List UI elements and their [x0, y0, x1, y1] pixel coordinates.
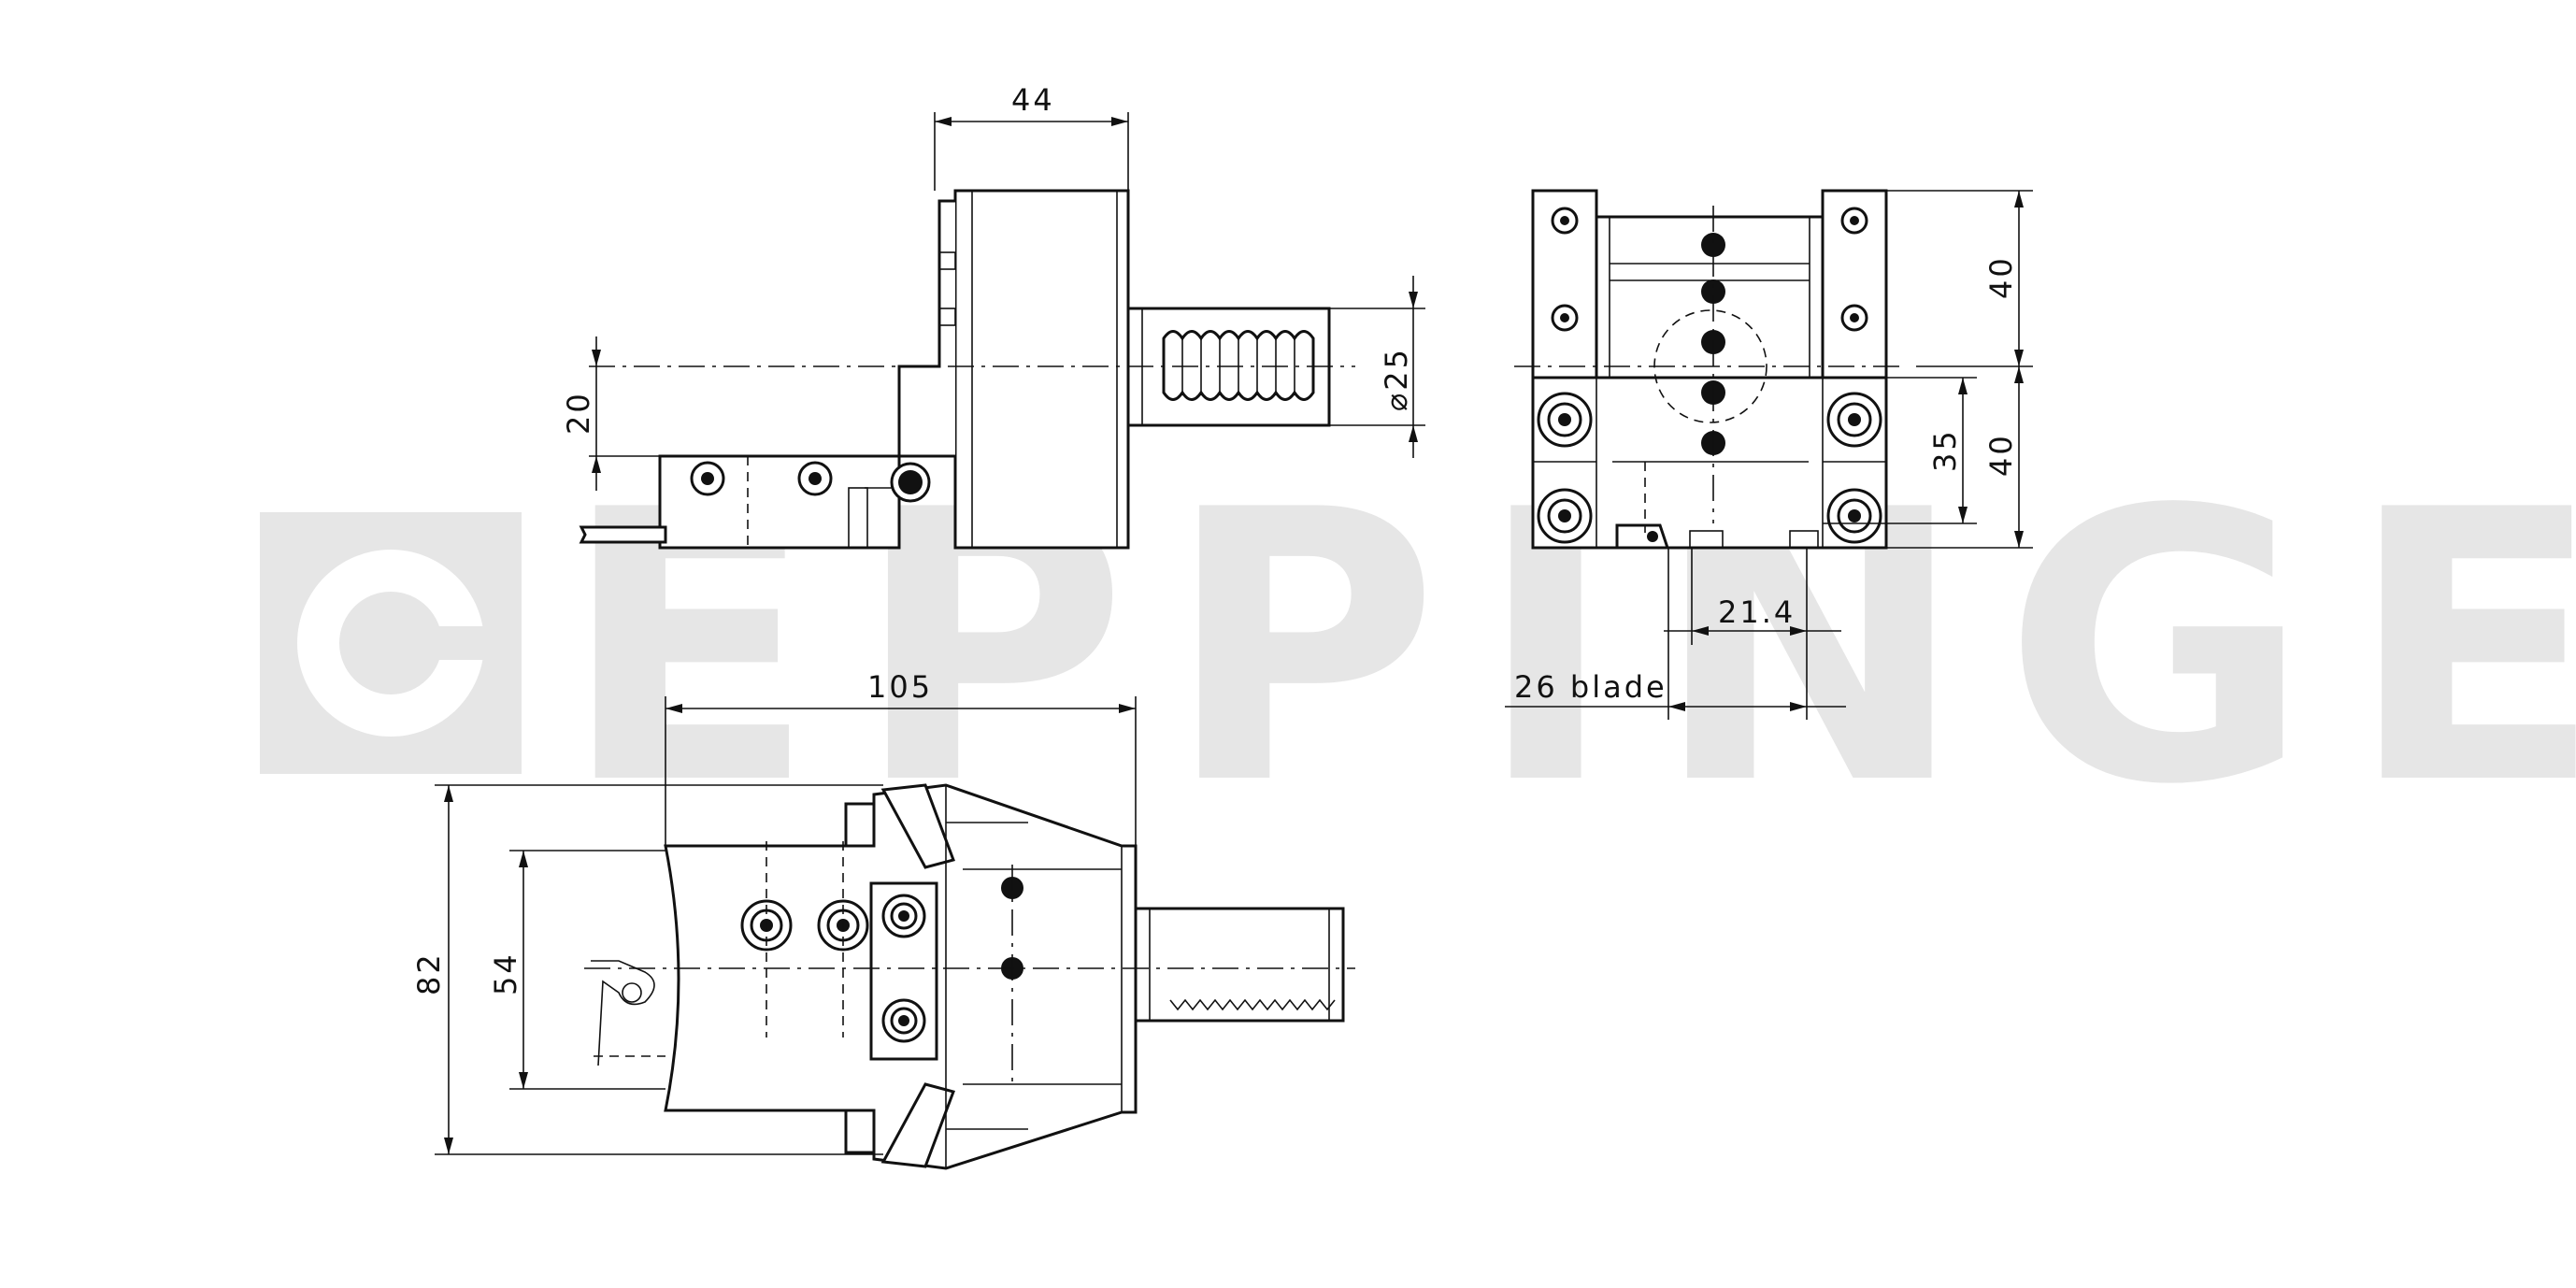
- plan-wedge-top: [880, 783, 955, 869]
- end-screw-lr: [1826, 488, 1882, 544]
- dim-center-height: 20: [561, 336, 660, 491]
- plan-screw-3: [881, 894, 926, 938]
- dim-shaft-dia: ⌀25: [1329, 276, 1425, 458]
- dim-plan-inner: 54: [488, 850, 665, 1090]
- dim-end-upper-label: 40: [1983, 255, 2019, 299]
- end-view: 40 40 35 21.4: [1505, 189, 2033, 720]
- dim-end-lower-label: 40: [1983, 433, 2019, 477]
- watermark-logo-bar: [391, 626, 522, 660]
- side-view: 44 ⌀25 20: [561, 82, 1425, 550]
- dim-blade-offset: 21.4: [1664, 548, 1841, 720]
- plan-wedge-bottom: [880, 1082, 955, 1168]
- dim-end-inner: 35: [1823, 377, 1977, 524]
- end-blade: [1615, 523, 1670, 550]
- dim-top-width-label: 44: [1011, 82, 1055, 118]
- end-screw-ur: [1826, 392, 1882, 448]
- dim-plan-height: 82: [411, 784, 883, 1155]
- side-blade: [579, 525, 667, 544]
- end-screw-ul: [1537, 392, 1593, 448]
- plan-shaft: [1134, 907, 1345, 1023]
- dim-center-height-label: 20: [561, 391, 596, 435]
- dim-end-upper: 40: [1886, 190, 2033, 367]
- side-back-plate: [897, 199, 955, 458]
- dim-plan-inner-label: 54: [488, 952, 523, 995]
- dim-plan-height-label: 82: [411, 952, 447, 995]
- plan-view: 105 82 54: [411, 669, 1355, 1170]
- dim-blade-width: 26 blade: [1505, 548, 1846, 720]
- dim-top-width: 44: [934, 82, 1129, 191]
- dim-end-inner-label: 35: [1927, 428, 1963, 472]
- watermark: EPPINGER: [260, 432, 2576, 866]
- dim-plan-length-label: 105: [867, 669, 933, 705]
- dim-plan-length: 105: [665, 669, 1137, 846]
- dim-shaft-dia-label: ⌀25: [1379, 347, 1414, 411]
- side-shaft-serration: [1162, 330, 1315, 401]
- dim-blade-offset-label: 21.4: [1718, 594, 1796, 630]
- dim-blade-width-label: 26 blade: [1514, 669, 1667, 705]
- end-screw-ll: [1537, 488, 1593, 544]
- plan-blade: [591, 960, 655, 1066]
- dim-end-lower: 40: [1886, 366, 2033, 549]
- side-body: [953, 189, 1130, 550]
- plan-shaft-serration: [1169, 998, 1336, 1011]
- plan-screw-4: [881, 998, 926, 1043]
